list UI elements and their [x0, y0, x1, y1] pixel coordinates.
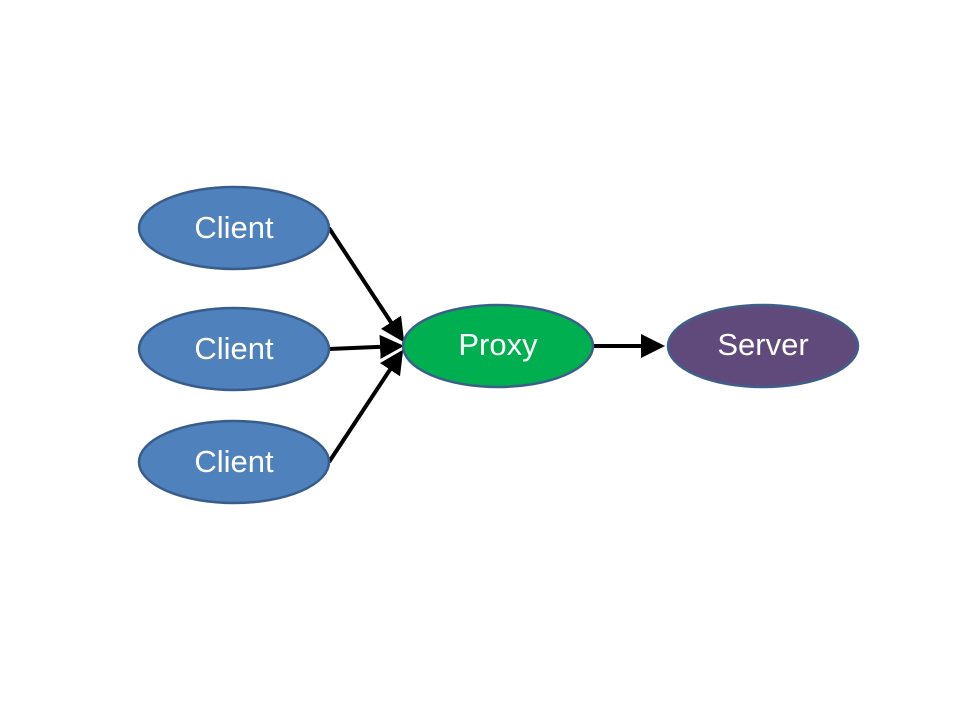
client-2-label: Client [194, 331, 274, 366]
edge-client-2-to-proxy [328, 334, 404, 359]
client-1-ellipse [137, 185, 331, 271]
client-1-label: Client [194, 210, 274, 245]
node-client-2: Client [137, 306, 331, 392]
proxy-ellipse [401, 303, 595, 389]
server-label: Server [717, 327, 808, 362]
server-ellipse [666, 303, 860, 389]
edge-client-1-to-proxy [327, 226, 405, 343]
edges [327, 226, 665, 464]
node-client-1: Client [137, 185, 331, 271]
edge-client-3-to-proxy [327, 349, 404, 464]
node-server: Server [666, 303, 860, 389]
client-3-ellipse [137, 419, 331, 505]
client-3-label: Client [194, 444, 274, 479]
proxy-label: Proxy [458, 327, 538, 362]
client-2-ellipse [137, 306, 331, 392]
node-proxy: Proxy [401, 303, 595, 389]
node-client-3: Client [137, 419, 331, 505]
